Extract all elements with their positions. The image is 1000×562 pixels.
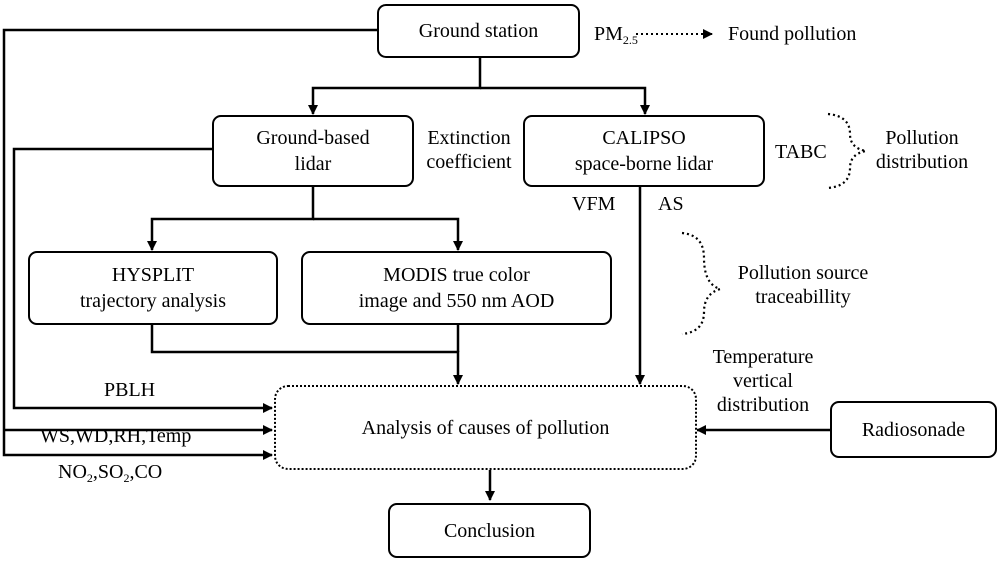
arrow-station-to-ground-lidar bbox=[308, 58, 482, 115]
ground-station-label: Ground station bbox=[418, 20, 539, 42]
hysplit-box: HYSPLIT trajectory analysis bbox=[28, 251, 278, 325]
brace-pollution-distribution bbox=[827, 112, 867, 190]
brace-source-traceability bbox=[681, 231, 724, 336]
ground-lidar-box: Ground-based lidar bbox=[212, 115, 414, 187]
co-text: ,CO bbox=[129, 461, 163, 483]
radiosonade-label: Radiosonade bbox=[861, 418, 966, 441]
vfm-label: VFM bbox=[572, 193, 616, 215]
so2-text: ,SO bbox=[92, 461, 124, 483]
analysis-box: Analysis of causes of pollution bbox=[274, 385, 697, 470]
arrow-ground-lidar-to-modis bbox=[313, 217, 463, 251]
ws-wd-label: WS,WD,RH,Temp bbox=[40, 425, 192, 447]
temperature-vertical-label: Temperature vertical distribution bbox=[698, 345, 828, 417]
conclusion-label: Conclusion bbox=[443, 519, 536, 542]
conclusion-box: Conclusion bbox=[388, 503, 591, 558]
no2-subscript: 2 bbox=[86, 471, 93, 485]
hysplit-line2: trajectory analysis bbox=[79, 290, 227, 312]
tabc-label: TABC bbox=[775, 141, 827, 163]
so2-subscript: 2 bbox=[123, 471, 130, 485]
arrow-ground-lidar-to-hysplit bbox=[147, 187, 315, 251]
temperature-vertical-line1: Temperature bbox=[712, 346, 814, 368]
no2-text: NO bbox=[58, 461, 87, 483]
ground-lidar-line1: Ground-based bbox=[256, 127, 370, 149]
modis-line1: MODIS true color bbox=[383, 264, 530, 286]
extinction-line1: Extinction bbox=[427, 127, 511, 149]
pblh-label: PBLH bbox=[104, 379, 156, 401]
found-pollution-label: Found pollution bbox=[728, 23, 857, 45]
source-traceability-line2: traceabillity bbox=[755, 286, 851, 308]
extinction-line2: coefficient bbox=[426, 151, 512, 173]
calipso-line2: space-borne lidar bbox=[574, 153, 714, 175]
pollution-distribution-line2: distribution bbox=[875, 151, 969, 173]
hysplit-line1: HYSPLIT bbox=[111, 264, 195, 286]
pm-text: PM bbox=[594, 23, 623, 45]
extinction-label: Extinction coefficient bbox=[416, 126, 522, 174]
analysis-label: Analysis of causes of pollution bbox=[361, 416, 610, 439]
pollution-distribution-label: Pollution distribution bbox=[866, 126, 978, 174]
line-station-outer bbox=[2, 28, 377, 460]
modis-box: MODIS true color image and 550 nm AOD bbox=[301, 251, 612, 325]
ground-station-box: Ground station bbox=[377, 4, 580, 58]
arrow-station-to-calipso bbox=[480, 86, 650, 115]
temperature-vertical-line3: distribution bbox=[716, 394, 810, 416]
radiosonade-box: Radiosonade bbox=[830, 401, 997, 458]
source-traceability-label: Pollution source traceabillity bbox=[718, 261, 888, 309]
pm25-label: PM2.5 bbox=[594, 22, 638, 46]
calipso-line1: CALIPSO bbox=[602, 127, 686, 149]
gas-label: NO2,SO2,CO bbox=[58, 460, 162, 484]
ground-lidar-line2: lidar bbox=[294, 153, 332, 175]
temperature-vertical-line2: vertical bbox=[733, 370, 793, 392]
modis-line2: image and 550 nm AOD bbox=[358, 290, 555, 312]
arrow-hysplit-modis-to-analysis bbox=[150, 325, 463, 385]
arrow-pblh bbox=[12, 147, 273, 413]
pm-subscript: 2.5 bbox=[622, 33, 638, 47]
pollution-distribution-line1: Pollution bbox=[885, 127, 959, 149]
source-traceability-line1: Pollution source bbox=[737, 262, 869, 284]
calipso-box: CALIPSO space-borne lidar bbox=[523, 115, 765, 187]
as-label: AS bbox=[658, 193, 684, 215]
